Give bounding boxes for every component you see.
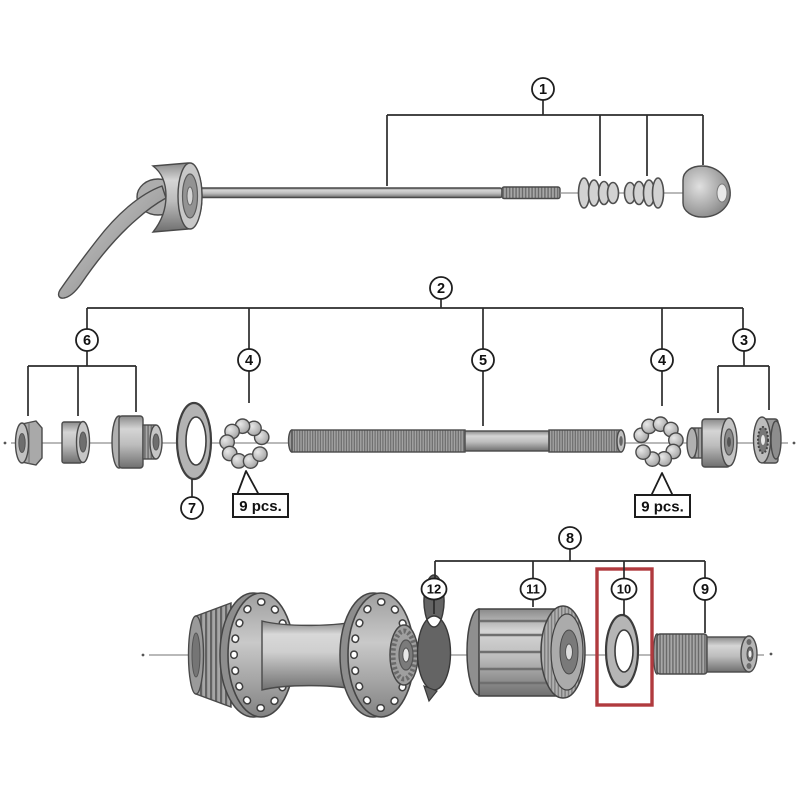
axle: [287, 429, 626, 453]
hub-assembly: [141, 574, 773, 718]
svg-text:9 pcs.: 9 pcs.: [239, 498, 282, 515]
callout-9: 9: [693, 577, 717, 633]
pointer: [236, 470, 260, 496]
hub-body: [187, 592, 419, 718]
bearing-ball: [635, 444, 651, 460]
callout-12: 12: [420, 577, 448, 614]
freehub-body: [466, 605, 586, 699]
callout-5: 5: [471, 348, 495, 426]
quick-release-skewer: [57, 162, 731, 299]
skewer-thread: [501, 186, 561, 200]
right-locknut: [752, 416, 782, 464]
callout-label-11: 11: [526, 582, 540, 597]
callout-circle-5: [471, 348, 495, 372]
callout-label-10: 10: [617, 582, 631, 597]
lever-blade: [57, 185, 167, 299]
washer: [604, 613, 640, 689]
callout-8: 8: [434, 526, 706, 578]
callout-label-9: 9: [701, 582, 709, 598]
seal-ring: [175, 401, 213, 481]
axle-end: [652, 633, 758, 675]
callout-label-12: 12: [427, 582, 441, 597]
callout-circle-11: [519, 577, 547, 601]
callout-10: 10: [610, 577, 638, 615]
callout-circle-10: [610, 577, 638, 601]
callout-2: 2: [86, 276, 744, 349]
callout-circle-6: [75, 328, 99, 352]
callout-circle-7: [180, 496, 204, 520]
callout-1: 1: [386, 77, 704, 186]
spacer: [61, 420, 91, 464]
skewer-spring-right: [623, 177, 665, 209]
callout-label-6: 6: [83, 333, 91, 349]
skewer-end-nut: [682, 165, 731, 218]
callout-6: 6: [27, 328, 137, 416]
callout-label-7: 7: [188, 501, 196, 517]
quantity-label-left: 9 pcs.: [232, 470, 289, 518]
skewer-spring-left: [577, 177, 620, 209]
callout-circle-9: [693, 577, 717, 601]
right-cone: [686, 417, 738, 468]
callout-label-4-right: 4: [658, 353, 666, 369]
callout-circle-1: [531, 77, 555, 101]
callout-7: 7: [180, 479, 204, 520]
callout-4-right: 4: [650, 348, 674, 406]
quick-release-lever: [57, 162, 203, 299]
svg-text:9 pcs.: 9 pcs.: [641, 499, 684, 516]
callout-circle-4-left: [237, 348, 261, 372]
bearing-ball: [251, 446, 268, 462]
callout-circle-12: [420, 577, 448, 601]
callout-label-4-left: 4: [245, 353, 253, 369]
callout-11: 11: [519, 577, 547, 607]
snap-ring-tab: [423, 684, 438, 703]
callout-3: 3: [717, 328, 770, 413]
callout-circle-4-right: [650, 348, 674, 372]
callout-label-5: 5: [479, 353, 487, 369]
ball-bearings-left: [219, 418, 270, 469]
callout-label-1: 1: [539, 82, 547, 98]
left-locknut: [14, 420, 43, 466]
callout-circle-8: [558, 526, 582, 550]
left-cone: [111, 415, 163, 469]
ball-bearings-right: [633, 416, 684, 467]
snap-ring-gap: [446, 612, 462, 634]
callout-label-8: 8: [566, 531, 574, 547]
callout-label-3: 3: [740, 333, 748, 349]
axle-assembly: [3, 401, 796, 481]
callout-4-left: 4: [237, 348, 261, 403]
pointer: [650, 472, 674, 497]
callout-label-2: 2: [437, 281, 445, 297]
skewer-rod: [195, 187, 503, 199]
quantity-label-right: 9 pcs.: [634, 472, 691, 518]
callout-circle-2: [429, 276, 453, 300]
callout-circle-3: [732, 328, 756, 352]
